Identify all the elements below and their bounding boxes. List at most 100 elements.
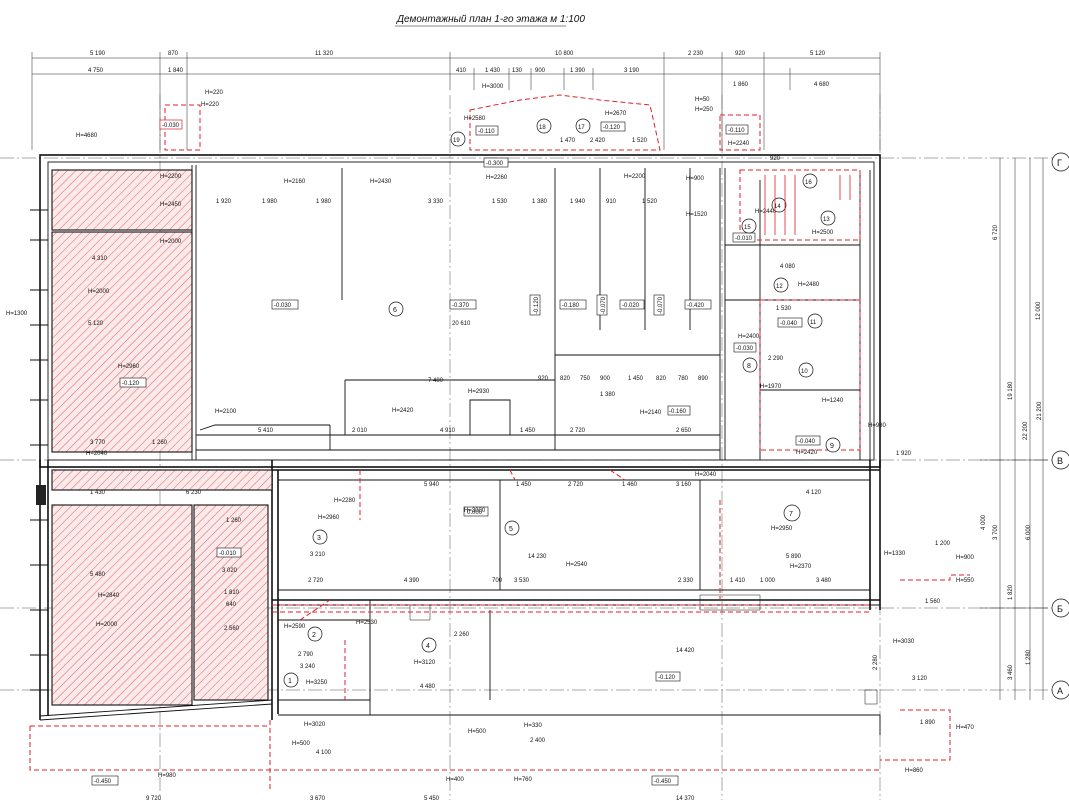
svg-text:14 420: 14 420 [676, 648, 695, 654]
svg-text:1 920: 1 920 [216, 199, 232, 205]
svg-text:5 890: 5 890 [786, 554, 802, 560]
svg-text:3 770: 3 770 [90, 440, 106, 446]
room-12: 12 [773, 277, 789, 293]
top-dim-17: 4 680 [814, 82, 830, 88]
svg-text:750: 750 [580, 376, 591, 382]
svg-text:4 910: 4 910 [440, 428, 456, 434]
svg-text:H=550: H=550 [956, 578, 975, 584]
inner-dimensions: 1 920 1 980 1 980 3 330 1 530 1 380 1 94… [88, 138, 951, 802]
right-dimension-chain: 12 000 6 720 21 200 22 200 19 180 6 000 … [873, 158, 1048, 700]
svg-text:2: 2 [312, 632, 316, 639]
svg-text:1 260: 1 260 [152, 440, 168, 446]
svg-text:4 310: 4 310 [92, 256, 108, 262]
svg-text:Г: Г [1057, 158, 1062, 168]
demolition-lines [29, 94, 970, 790]
svg-text:920: 920 [770, 156, 781, 162]
svg-text:-0.020: -0.020 [622, 303, 640, 309]
svg-text:H=2100: H=2100 [215, 409, 237, 415]
axis-bubble-v: В [1051, 450, 1069, 470]
svg-text:820: 820 [560, 376, 571, 382]
svg-text:3 240: 3 240 [300, 664, 316, 670]
svg-text:H=2500: H=2500 [812, 230, 834, 236]
top-dimension-chain: 5 190 870 11 320 10 800 2 230 920 5 120 … [31, 51, 881, 150]
svg-text:900: 900 [600, 376, 611, 382]
svg-text:4 080: 4 080 [780, 264, 796, 270]
svg-text:3 120: 3 120 [912, 676, 928, 682]
svg-text:3 020: 3 020 [222, 568, 238, 574]
top-dim-14: 1 390 [570, 68, 586, 74]
svg-text:1 980: 1 980 [262, 199, 278, 205]
top-dim-15: 3 190 [624, 68, 640, 74]
svg-text:H=860: H=860 [905, 768, 924, 774]
svg-text:H=2960: H=2960 [118, 364, 140, 370]
top-dim-2: 870 [168, 51, 179, 57]
svg-text:2 650: 2 650 [676, 428, 692, 434]
top-dim-7: 5 120 [810, 51, 826, 57]
svg-text:H=980: H=980 [158, 773, 177, 779]
svg-text:700: 700 [492, 578, 503, 584]
svg-text:1 200: 1 200 [935, 541, 951, 547]
top-dim-6: 920 [735, 51, 746, 57]
svg-text:H=900: H=900 [686, 176, 705, 182]
top-dim-3: 11 320 [315, 51, 334, 57]
svg-text:H=220: H=220 [201, 102, 220, 108]
room-2: 2 [307, 626, 323, 642]
room-18: 18 [536, 118, 552, 134]
svg-text:-0.450: -0.450 [94, 779, 112, 785]
room-19: 19 [450, 131, 466, 147]
svg-text:H=50: H=50 [695, 97, 710, 103]
svg-text:H=2040: H=2040 [86, 451, 108, 457]
svg-text:H=2000: H=2000 [88, 289, 110, 295]
svg-text:H=2420: H=2420 [796, 450, 818, 456]
svg-text:12: 12 [776, 284, 783, 290]
svg-text:Б: Б [1057, 604, 1063, 614]
svg-text:1 460: 1 460 [622, 482, 638, 488]
svg-text:-0.010: -0.010 [735, 236, 753, 242]
svg-text:3 210: 3 210 [310, 552, 326, 558]
svg-text:-0.370: -0.370 [452, 303, 470, 309]
svg-text:890: 890 [698, 376, 709, 382]
svg-text:920: 920 [538, 376, 549, 382]
svg-text:1 380: 1 380 [600, 392, 616, 398]
svg-text:-0.420: -0.420 [687, 303, 705, 309]
svg-text:H=1330: H=1330 [884, 551, 906, 557]
svg-text:820: 820 [656, 376, 667, 382]
stair-hatch [764, 175, 851, 235]
svg-text:H=2590: H=2590 [284, 624, 306, 630]
svg-text:15: 15 [744, 225, 751, 231]
svg-text:1 920: 1 920 [896, 451, 912, 457]
svg-text:H=2240: H=2240 [728, 141, 750, 147]
svg-text:2 720: 2 720 [570, 428, 586, 434]
svg-text:H=3250: H=3250 [306, 680, 328, 686]
svg-text:H=250: H=250 [695, 107, 714, 113]
svg-text:-0.120: -0.120 [122, 381, 140, 387]
svg-text:0.000: 0.000 [467, 510, 483, 516]
svg-text:H=2200: H=2200 [624, 174, 646, 180]
svg-text:H=1300: H=1300 [6, 311, 28, 317]
svg-text:2 420: 2 420 [590, 138, 606, 144]
svg-text:14: 14 [774, 204, 781, 210]
top-dim-11: 1 430 [485, 68, 501, 74]
room-8: 8 [742, 357, 758, 373]
svg-text:5: 5 [509, 526, 513, 533]
svg-text:H=500: H=500 [292, 741, 311, 747]
svg-text:H=3030: H=3030 [893, 639, 915, 645]
svg-text:H=3020: H=3020 [304, 722, 326, 728]
svg-text:1 380: 1 380 [532, 199, 548, 205]
room-15: 15 [741, 218, 757, 234]
svg-text:2 330: 2 330 [678, 578, 694, 584]
svg-text:H=900: H=900 [956, 555, 975, 561]
svg-text:2 260: 2 260 [454, 632, 470, 638]
height-labels: H=4680 H=2100 H=2160 H=2430 H=2580 H=300… [6, 84, 975, 783]
svg-text:1 260: 1 260 [226, 518, 242, 524]
svg-text:2 290: 2 290 [768, 356, 784, 362]
svg-text:-0.180: -0.180 [562, 303, 580, 309]
room-9: 9 [825, 437, 841, 453]
room-17: 17 [575, 118, 591, 134]
svg-text:4 100: 4 100 [316, 750, 332, 756]
right-dim-9: 4 000 [981, 514, 987, 530]
svg-text:4 480: 4 480 [420, 684, 436, 690]
svg-text:-0.030: -0.030 [162, 123, 180, 129]
svg-text:H=2400: H=2400 [738, 334, 760, 340]
